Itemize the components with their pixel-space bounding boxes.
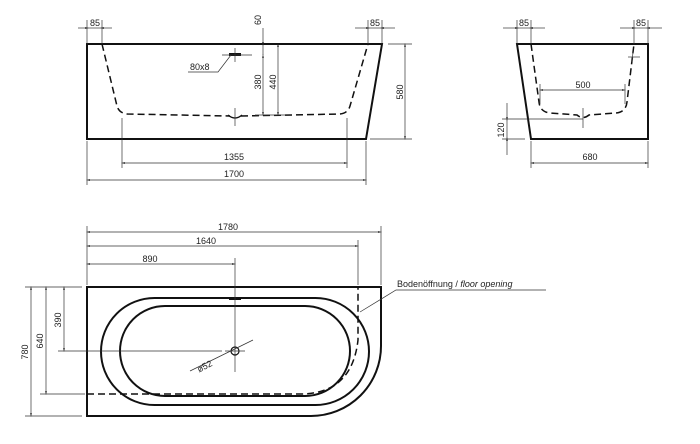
dim-front-rim-right: 85 bbox=[370, 18, 380, 28]
front-inner-contour bbox=[101, 43, 369, 117]
floor-opening-leader bbox=[359, 289, 546, 313]
side-outline bbox=[515, 43, 649, 140]
dim-drain-height: 120 bbox=[496, 122, 506, 137]
dim-total-height: 580 bbox=[395, 84, 405, 99]
dim-bottom-width: 500 bbox=[575, 80, 590, 90]
top-view: ø52 1780 1640 890 780 640 390 Bodenöffnu… bbox=[20, 222, 546, 418]
dim-drain-position: 890 bbox=[142, 254, 157, 264]
dim-total-length: 1700 bbox=[224, 169, 244, 179]
dim-bottom-length: 1355 bbox=[224, 152, 244, 162]
floor-opening-label: Bodenöffnung / floor opening bbox=[397, 279, 512, 289]
front-view: 85 85 60 380 440 80x8 580 1355 1700 bbox=[78, 15, 412, 185]
overflow-size-label: 80x8 bbox=[190, 62, 210, 72]
side-view: 85 85 500 120 680 bbox=[496, 18, 662, 168]
dim-overflow-height: 380 bbox=[253, 74, 263, 89]
front-outline bbox=[86, 43, 384, 140]
side-inner-contour bbox=[530, 43, 635, 119]
dim-total-width: 680 bbox=[582, 152, 597, 162]
dim-top-total-length: 1780 bbox=[218, 222, 238, 232]
dim-front-rim-left: 85 bbox=[90, 18, 100, 28]
dim-top-total-width: 780 bbox=[20, 344, 30, 359]
dim-opening-width: 640 bbox=[35, 333, 45, 348]
dim-side-rim-left: 85 bbox=[519, 18, 529, 28]
dim-overflow-from-top: 60 bbox=[253, 15, 263, 25]
floor-opening-contour bbox=[87, 287, 359, 395]
dim-drain-offset: 390 bbox=[53, 312, 63, 327]
dim-side-rim-right: 85 bbox=[636, 18, 646, 28]
top-outline bbox=[86, 286, 382, 417]
dim-inner-depth: 440 bbox=[268, 74, 278, 89]
dim-opening-length: 1640 bbox=[196, 236, 216, 246]
